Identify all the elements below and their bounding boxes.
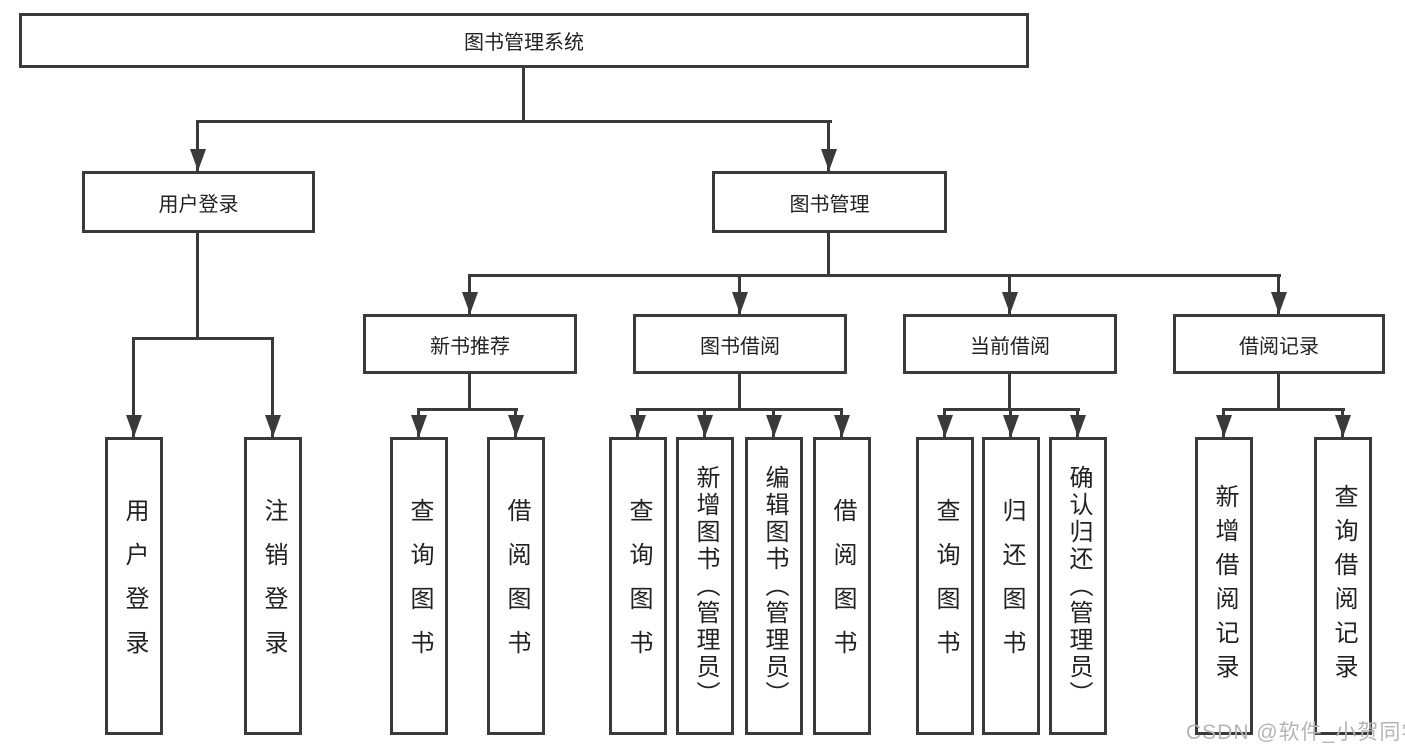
connector-line (196, 120, 199, 171)
node-label: 查询图书 (932, 498, 959, 674)
arrow-down-icon (508, 415, 524, 437)
node-label: 用户登录 (158, 193, 239, 216)
connector-line (522, 68, 525, 120)
node-label: 归还图书 (998, 498, 1025, 674)
arrow-down-icon (937, 415, 953, 437)
arrow-down-icon (1216, 415, 1232, 437)
leaf-borrow-books: 借阅图书 (487, 437, 545, 735)
arrow-down-icon (462, 292, 478, 314)
leaf-query-borrow-record: 查询借阅记录 (1314, 437, 1372, 735)
connector-line (636, 408, 843, 411)
leaf-query-books: 查询图书 (916, 437, 974, 735)
node-label: 图书管理系统 (464, 32, 584, 54)
node-user-login: 用户登录 (82, 171, 315, 233)
connector-line (1008, 374, 1011, 408)
node-label: 当前借阅 (970, 335, 1050, 358)
arrow-down-icon (1271, 292, 1287, 314)
connector-line (468, 374, 471, 408)
connector-line (468, 274, 1281, 277)
arrow-down-icon (126, 415, 142, 437)
node-book-borrowing: 图书借阅 (633, 314, 847, 374)
arrow-down-icon (1003, 415, 1019, 437)
arrow-down-icon (697, 415, 713, 437)
arrow-down-icon (1335, 415, 1351, 437)
node-label: 查询图书 (625, 498, 652, 674)
node-book-management: 图书管理 (712, 171, 947, 233)
node-new-book-recommend: 新书推荐 (363, 314, 577, 374)
connector-line (271, 337, 274, 437)
arrow-down-icon (265, 415, 281, 437)
node-label: 图书借阅 (700, 335, 780, 358)
leaf-user-login: 用户登录 (105, 437, 163, 735)
connector-line (1222, 408, 1345, 411)
connector-line (827, 233, 830, 274)
node-label: 图书管理 (789, 193, 870, 216)
connector-line (132, 337, 274, 340)
node-label: 确认归还（管理员） (1065, 464, 1092, 708)
node-label: 借阅记录 (1239, 335, 1319, 358)
arrow-down-icon (766, 415, 782, 437)
arrow-down-icon (1002, 292, 1018, 314)
csdn-watermark: CSDN @软件_小贺同学 (1186, 721, 1405, 744)
node-current-borrowing: 当前借阅 (903, 314, 1117, 374)
node-label: 编辑图书（管理员） (761, 464, 788, 708)
leaf-query-books: 查询图书 (390, 437, 448, 735)
node-label: 查询借阅记录 (1330, 484, 1357, 688)
leaf-return-books: 归还图书 (982, 437, 1040, 735)
node-label: 用户登录 (121, 498, 148, 674)
connector-line (738, 374, 741, 408)
leaf-logout: 注销登录 (244, 437, 302, 735)
node-label: 借阅图书 (503, 498, 530, 674)
node-label: 新增借阅记录 (1211, 484, 1238, 688)
node-borrowing-records: 借阅记录 (1173, 314, 1385, 374)
connector-line (827, 120, 830, 171)
connector-line (196, 120, 832, 123)
arrow-down-icon (630, 415, 646, 437)
node-label: 新书推荐 (430, 335, 510, 358)
leaf-confirm-return-admin: 确认归还（管理员） (1049, 437, 1107, 735)
node-label: 新增图书（管理员） (692, 464, 719, 708)
arrow-down-icon (1070, 415, 1086, 437)
connector-line (417, 408, 518, 411)
leaf-edit-books-admin: 编辑图书（管理员） (745, 437, 803, 735)
arrow-down-icon (834, 415, 850, 437)
arrow-down-icon (411, 415, 427, 437)
arrow-down-icon (190, 149, 206, 171)
leaf-query-books: 查询图书 (609, 437, 667, 735)
leaf-add-books-admin: 新增图书（管理员） (676, 437, 734, 735)
node-label: 查询图书 (406, 498, 433, 674)
node-root-library-system: 图书管理系统 (19, 13, 1029, 68)
connector-line (196, 233, 199, 337)
node-label: 借阅图书 (829, 498, 856, 674)
leaf-add-borrow-record: 新增借阅记录 (1195, 437, 1253, 735)
node-label: 注销登录 (260, 498, 287, 674)
arrow-down-icon (821, 149, 837, 171)
connector-line (132, 337, 135, 437)
leaf-borrow-books: 借阅图书 (813, 437, 871, 735)
arrow-down-icon (732, 292, 748, 314)
connector-line (1277, 374, 1280, 408)
